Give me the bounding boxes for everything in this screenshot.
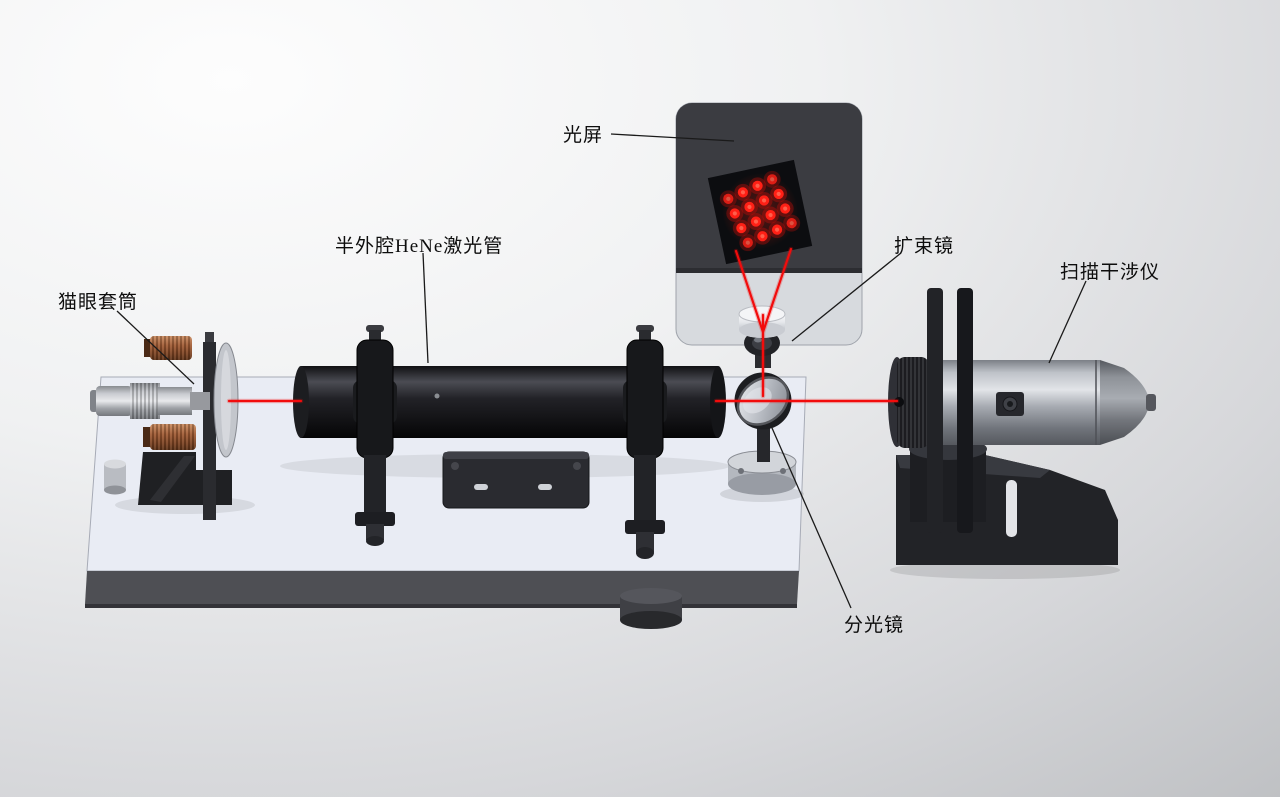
tube-clamp-right xyxy=(623,325,667,559)
interferometer-shadow xyxy=(890,561,1120,579)
label-beam-splitter: 分光镜 xyxy=(844,615,905,636)
laser-beam xyxy=(226,246,900,404)
tube-clamp-left xyxy=(353,325,397,546)
bench-foot xyxy=(620,588,682,629)
beam-diverging-right xyxy=(761,247,793,334)
leader-cat-eye xyxy=(116,310,195,385)
light-screen xyxy=(675,102,863,346)
label-laser-tube: 半外腔HeNe激光管 xyxy=(335,236,504,257)
interferometer-tip xyxy=(1146,394,1156,411)
screen-divider xyxy=(676,268,862,273)
cat-eye-disc-inner xyxy=(221,350,231,450)
interferometer-nose xyxy=(1100,360,1148,445)
interferometer-cylinder xyxy=(888,357,1156,448)
bench-front-face xyxy=(85,571,799,604)
label-light-screen: 光屏 xyxy=(563,125,604,146)
tube-mount-plate xyxy=(442,451,590,509)
interferometer-fork-mount xyxy=(927,288,973,533)
base-slot xyxy=(1006,480,1017,537)
bench-front-shadow xyxy=(85,604,797,608)
leader-beam-splitter xyxy=(771,427,852,609)
expander-lens-glint xyxy=(754,337,762,343)
cat-eye-assembly xyxy=(90,332,255,520)
label-beam-expander: 扩束镜 xyxy=(894,236,955,257)
copper-knob-top xyxy=(144,336,192,360)
label-cat-eye: 猫眼套筒 xyxy=(58,292,139,313)
interference-pattern xyxy=(717,168,803,254)
cat-eye-top-screw xyxy=(205,332,214,342)
beam-diverging-left xyxy=(734,249,765,334)
leader-beam-expander xyxy=(791,252,902,342)
leader-lines xyxy=(116,133,1087,609)
laser-tube-assembly xyxy=(280,325,730,559)
scanning-interferometer xyxy=(888,288,1156,579)
leader-light-screen xyxy=(610,133,735,142)
copper-knob-bottom xyxy=(143,424,196,450)
bench-post xyxy=(104,459,126,495)
splitter-post xyxy=(757,420,770,462)
entrance-aperture xyxy=(894,397,904,407)
leader-interferometer xyxy=(1048,280,1087,364)
tube-screw-dot xyxy=(434,393,440,399)
micrometer-head xyxy=(90,383,210,419)
label-interferometer: 扫描干涉仪 xyxy=(1060,262,1161,283)
cat-eye-brace xyxy=(150,456,195,502)
leader-laser-tube xyxy=(422,252,429,364)
cat-eye-back-plate xyxy=(203,342,216,520)
connector-block xyxy=(996,392,1024,416)
